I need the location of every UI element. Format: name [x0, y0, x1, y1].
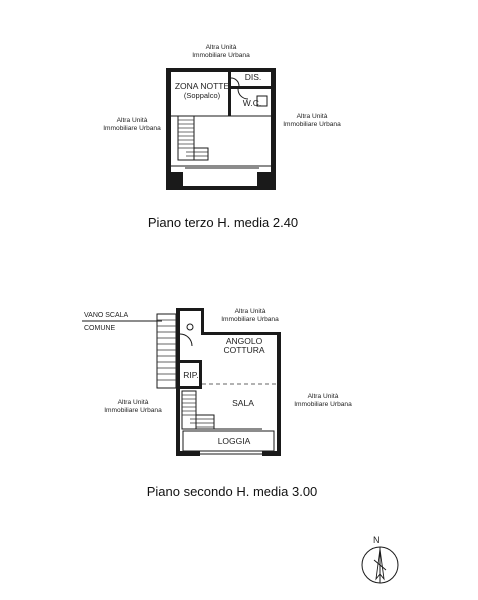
label-other-unit-top-2: Immobiliare Urbana [221, 316, 279, 323]
wc-wall-left [228, 72, 231, 116]
rip-wall-right [199, 360, 202, 388]
hob-icon [186, 323, 194, 331]
internal-staircase [181, 390, 215, 430]
caption-third-floor: Piano terzo H. media 2.40 [148, 215, 298, 230]
room-zona-notte-sub: (Soppalco) [184, 91, 221, 100]
plan-third-floor: Altra Unità Immobiliare Urbana Altra Uni… [103, 44, 341, 230]
label-other-unit-top-1: Altra Unità [206, 44, 237, 51]
label-other-unit-left-2: Immobiliare Urbana [104, 407, 162, 414]
wall-right [271, 68, 276, 190]
rip-wall-top [180, 360, 202, 363]
room-angolo-cottura-1: ANGOLO [226, 336, 263, 346]
label-other-unit-right-2: Immobiliare Urbana [283, 121, 341, 128]
label-other-unit-top-1: Altra Unità [235, 308, 266, 315]
wall-top [166, 68, 276, 72]
pillar-left [171, 172, 183, 186]
room-dis: DIS. [245, 72, 262, 82]
label-other-unit-left-1: Altra Unità [117, 117, 148, 124]
label-other-unit-right-1: Altra Unità [308, 393, 339, 400]
landing-wall-right [201, 308, 204, 334]
staircase-top [177, 115, 209, 161]
room-rip: RIP. [183, 370, 198, 380]
common-staircase [156, 313, 177, 389]
room-loggia: LOGGIA [218, 436, 251, 446]
caption-second-floor: Piano secondo H. media 3.00 [147, 484, 318, 499]
apt-wall-top [201, 332, 280, 335]
pillar-right [257, 172, 271, 186]
wall-left [166, 68, 171, 190]
room-angolo-cottura-2: COTTURA [223, 345, 264, 355]
plan-second-floor: VANO SCALA COMUNE [82, 308, 352, 499]
wall-bottom [166, 186, 276, 190]
landing-wall-left [176, 308, 180, 456]
north-arrow-icon: N [361, 535, 399, 584]
landing-wall-top [176, 308, 204, 311]
compass-north-label: N [373, 535, 380, 545]
label-other-unit-top-2: Immobiliare Urbana [192, 52, 250, 59]
apt-wall-bottom-left [180, 451, 200, 456]
wc-door-swing [237, 88, 249, 100]
label-other-unit-right-2: Immobiliare Urbana [294, 401, 352, 408]
entry-door-swing [179, 333, 193, 347]
label-other-unit-right-1: Altra Unità [297, 113, 328, 120]
label-vano-scala-1: VANO SCALA [84, 312, 129, 319]
rip-wall-bottom [180, 386, 202, 389]
room-wc: W.C. [243, 98, 261, 108]
label-other-unit-left-2: Immobiliare Urbana [103, 125, 161, 132]
wc-fixture [256, 95, 268, 107]
apt-wall-bottom-right [262, 451, 281, 456]
label-other-unit-left-1: Altra Unità [118, 399, 149, 406]
apt-wall-right [277, 332, 281, 456]
dis-wall-bottom [231, 86, 271, 89]
label-vano-scala-2: COMUNE [84, 325, 115, 332]
dis-door-swing [230, 77, 240, 87]
room-zona-notte: ZONA NOTTE [175, 81, 230, 91]
room-sala: SALA [232, 398, 254, 408]
